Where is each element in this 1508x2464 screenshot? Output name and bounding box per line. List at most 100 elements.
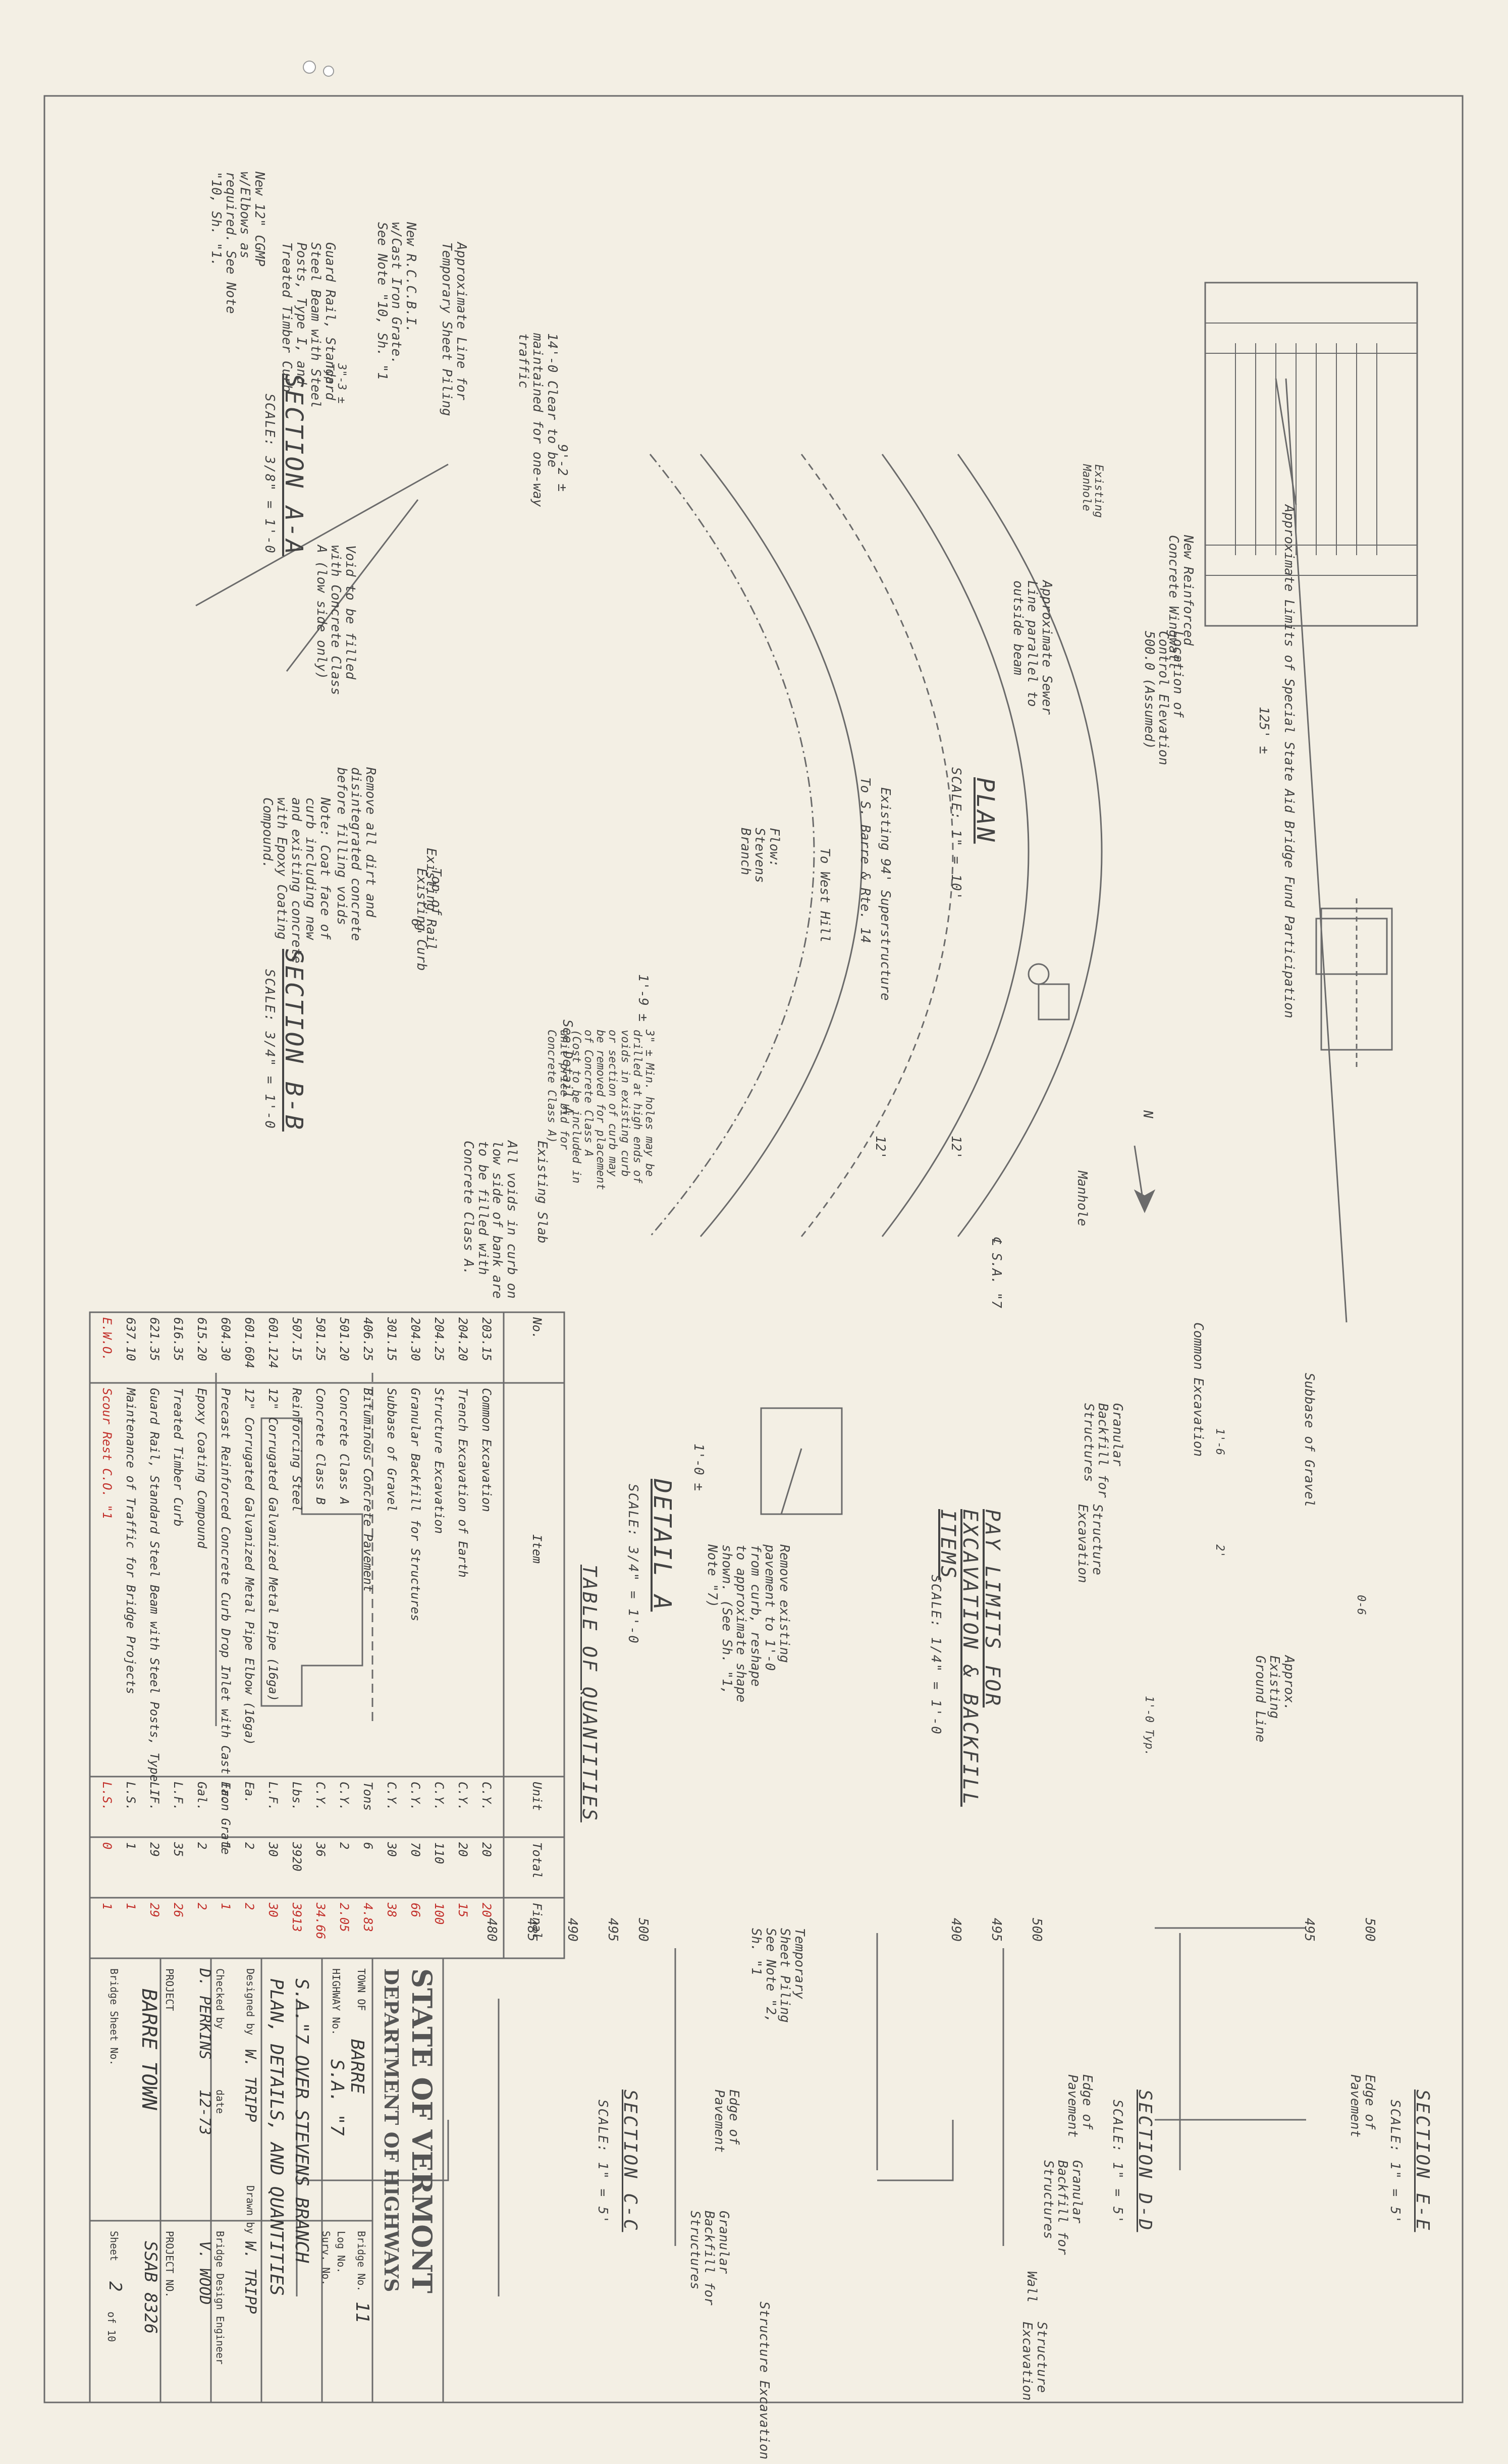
cell-unit: C.Y. — [385, 1782, 399, 1811]
tb-town: BARRE — [347, 2039, 367, 2094]
tb-sheet-label: Sheet — [108, 2231, 120, 2262]
punch-hole — [323, 66, 334, 77]
cell-no: 203.15 — [479, 1317, 494, 1361]
cell-no: 616.35 — [171, 1317, 185, 1361]
cell-item: Granular Backfill for Structures — [408, 1388, 422, 1622]
cell-final: 26 — [171, 1903, 185, 1917]
header-final: Final — [530, 1903, 544, 1940]
pay-limits-dim2: 2' — [1213, 1544, 1226, 1558]
cell-total: 36 — [313, 1842, 328, 1857]
section-bb-rail — [1315, 918, 1388, 975]
cell-final: 2 — [195, 1903, 209, 1910]
cell-total: 30 — [266, 1842, 280, 1857]
wingwall-line-2 — [195, 463, 449, 607]
note-to-sbarre: To S. Barre & Rte. 14 — [857, 777, 873, 943]
cell-no: 501.20 — [337, 1317, 351, 1361]
cell-total: 0 — [100, 1842, 114, 1850]
cell-total: 1 — [219, 1842, 233, 1850]
note-existing-manhole: Existing Manhole — [1080, 464, 1105, 518]
section-bb-title: SECTION B-B — [280, 949, 308, 1132]
tb-engineer-label: Bridge Design Engineer — [214, 2231, 226, 2365]
note-control: Location of Control Elevation 500.0 (Ass… — [1141, 631, 1186, 766]
cell-unit: C.Y. — [479, 1782, 494, 1811]
cell-final: 2.05 — [337, 1903, 351, 1932]
detail-a-pavement — [761, 1448, 802, 1515]
section-cc-elev-490: 490 — [565, 1918, 580, 1942]
wingwall-line — [286, 499, 419, 672]
section-aa-dim-top: 9'-2 ± — [555, 444, 570, 492]
detail-a-shape — [760, 1407, 843, 1515]
plan-curve-1 — [957, 454, 1103, 1237]
punch-hole — [303, 61, 316, 74]
cell-no: 406.25 — [361, 1317, 375, 1361]
tb-project-label: PROJECT — [164, 1968, 176, 2011]
plan-curve-3 — [800, 454, 954, 1237]
tb-checked: D. PERKINS — [196, 1968, 213, 2060]
tb-drawn: W. TRIPP — [241, 2241, 259, 2314]
section-cc-scale: SCALE: 1" = 5' — [595, 2100, 610, 2225]
tb-dept: DEPARTMENT OF HIGHWAYS — [380, 1968, 403, 2292]
cell-no: 621.35 — [147, 1317, 161, 1361]
section-bb-coat-note: Note: Coat face of curb including new an… — [259, 797, 333, 963]
cell-item: Concrete Class A — [337, 1388, 351, 1505]
cell-no: 637.10 — [124, 1317, 138, 1361]
tb-of: of 10 — [105, 2312, 118, 2342]
pay-limits-wall — [260, 1417, 363, 1707]
cell-no: 601.604 — [242, 1317, 256, 1369]
cell-total: 1 — [124, 1842, 138, 1850]
tb-highway-label: HIGHWAY No. — [330, 1968, 342, 2036]
cell-item: Trench Excavation of Earth — [456, 1388, 470, 1578]
cell-final: 34.66 — [313, 1903, 328, 1940]
dim-12b: 12' — [948, 1136, 963, 1159]
cell-unit: C.Y. — [456, 1782, 470, 1811]
cell-unit: Tons — [361, 1782, 375, 1811]
cell-no: 204.25 — [432, 1317, 446, 1361]
section-dd-edge: Edge of Pavement — [1065, 2074, 1095, 2138]
title-block: STATE OF VERMONT DEPARTMENT OF HIGHWAYS … — [90, 1958, 443, 2402]
detail-a-note: Remove existing pavement to 1'-0 from cu… — [705, 1544, 792, 1703]
cell-no: E.W.O. — [100, 1317, 114, 1361]
cell-total: 2 — [337, 1842, 351, 1850]
tb-checked-label: Checked by — [214, 1968, 226, 2029]
tb-designed-label: Designed by — [244, 1968, 256, 2036]
tb-drawn-label: Drawn by — [244, 2185, 256, 2234]
tb-bridge-no-label: Bridge No. — [355, 2231, 367, 2292]
cell-final: 38 — [385, 1903, 399, 1917]
note-superstructure: Existing 94' Superstructure — [878, 787, 893, 1001]
cell-no: 601.124 — [266, 1317, 280, 1369]
pay-limits-dim1: 1'-6 — [1213, 1428, 1226, 1455]
section-aa-title: SECTION A-A — [280, 373, 308, 556]
detail-a-dim: 1'-0 ± — [691, 1443, 706, 1491]
tb-log-no-label: Log No. — [335, 2231, 347, 2274]
cell-item: Scour Rest C.O. "1 — [100, 1388, 114, 1520]
section-bb-scale: SCALE: 3/4" = 1'-0 — [262, 969, 277, 1130]
section-ee-scale: SCALE: 1" = 5' — [1387, 2100, 1403, 2225]
section-aa-void-note: Void to be filled with Concrete Class A … — [313, 545, 358, 695]
cell-item: Reinforcing Steel — [290, 1388, 304, 1512]
note-sheet-piling: Approximate Line for Temporary Sheet Pil… — [439, 242, 469, 416]
note-catch-basin: New R.C.C.B.I. w/Cast Iron Grate. See No… — [374, 222, 418, 381]
dim-12a: 12' — [873, 1136, 888, 1159]
section-bb-voids-note: All voids in curb on low side of bank ar… — [461, 1141, 519, 1299]
cell-total: 20 — [479, 1842, 494, 1857]
section-ee-title: SECTION E-E — [1412, 2090, 1433, 2232]
header-no: No. — [530, 1317, 544, 1340]
section-aa-scale: SCALE: 3/8" = 1'-0 — [262, 394, 277, 554]
cell-total: 30 — [385, 1842, 399, 1857]
cell-total: 29 — [147, 1842, 161, 1857]
detail-a-title: DETAIL A — [648, 1479, 676, 1612]
cell-final: 4.83 — [361, 1903, 375, 1932]
note-cgmp: New 12" CGMP w/Elbows as required. See N… — [208, 172, 267, 314]
tb-drawing-title: PLAN, DETAILS, AND QUANTITIES — [266, 1978, 287, 2296]
tb-project-no-label: PROJECT NO. — [164, 2231, 176, 2298]
tb-date: 12-73 — [196, 2090, 213, 2135]
cell-no: 501.25 — [313, 1317, 328, 1361]
